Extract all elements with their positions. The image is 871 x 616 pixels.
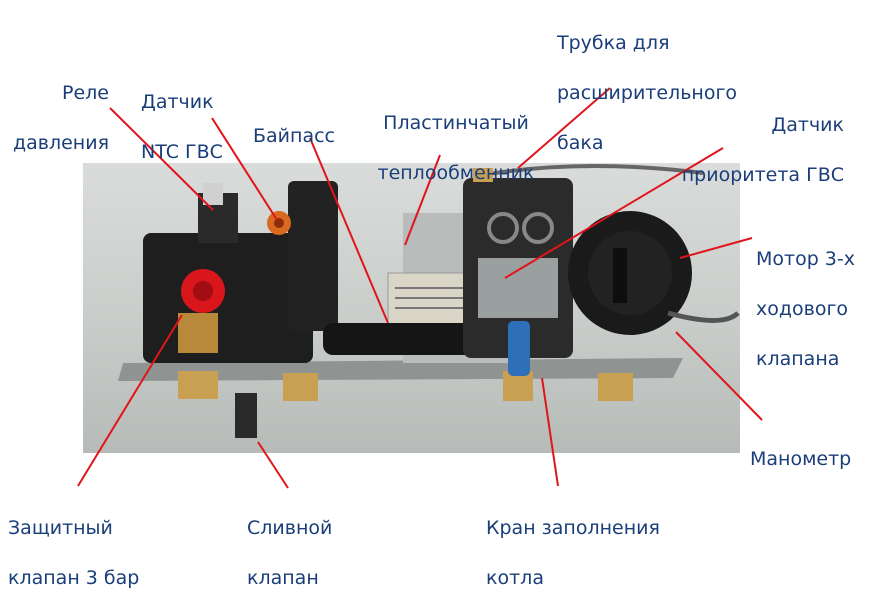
pointer-line-expansion-tube [517, 87, 611, 169]
pointer-line-pressure-relay [109, 107, 214, 211]
pointer-line-manometer [675, 331, 763, 421]
label-ntc-sensor: Датчик NTC ГВС [141, 91, 223, 163]
label-pressure-relay: Реле давления [12, 82, 109, 154]
pointer-line-dhw-priority-sensor [504, 147, 724, 279]
pointer-line-ntc-sensor [211, 117, 278, 221]
pointer-line-drain-valve [257, 441, 289, 489]
pointer-line-three-way-motor [679, 237, 753, 259]
label-drain-valve: Сливной клапан [247, 517, 333, 589]
pointer-line-safety-valve [77, 314, 183, 487]
pointer-line-heat-exchanger [404, 154, 441, 246]
pointer-line-bypass [309, 137, 389, 324]
label-fill-tap: Кран заполнения котла [486, 517, 660, 589]
label-bypass: Байпасс [253, 125, 335, 147]
label-expansion-tube: Трубка для расширительного бака [557, 32, 738, 154]
pointer-lines [77, 87, 763, 489]
label-plate-heat-exchanger: Пластинчатый теплообменник [377, 112, 535, 184]
label-manometer: Манометр [750, 448, 852, 470]
boiler-hydraulic-group-photo [83, 163, 740, 453]
label-three-way-motor: Мотор 3-х ходового клапана [756, 248, 855, 370]
hydraulic-group-illustration [118, 163, 740, 438]
label-safety-valve: Защитный клапан 3 бар [8, 517, 140, 589]
label-dhw-priority-sensor: Датчик приоритета ГВС [681, 114, 844, 186]
pointer-line-fill-tap [541, 377, 559, 487]
